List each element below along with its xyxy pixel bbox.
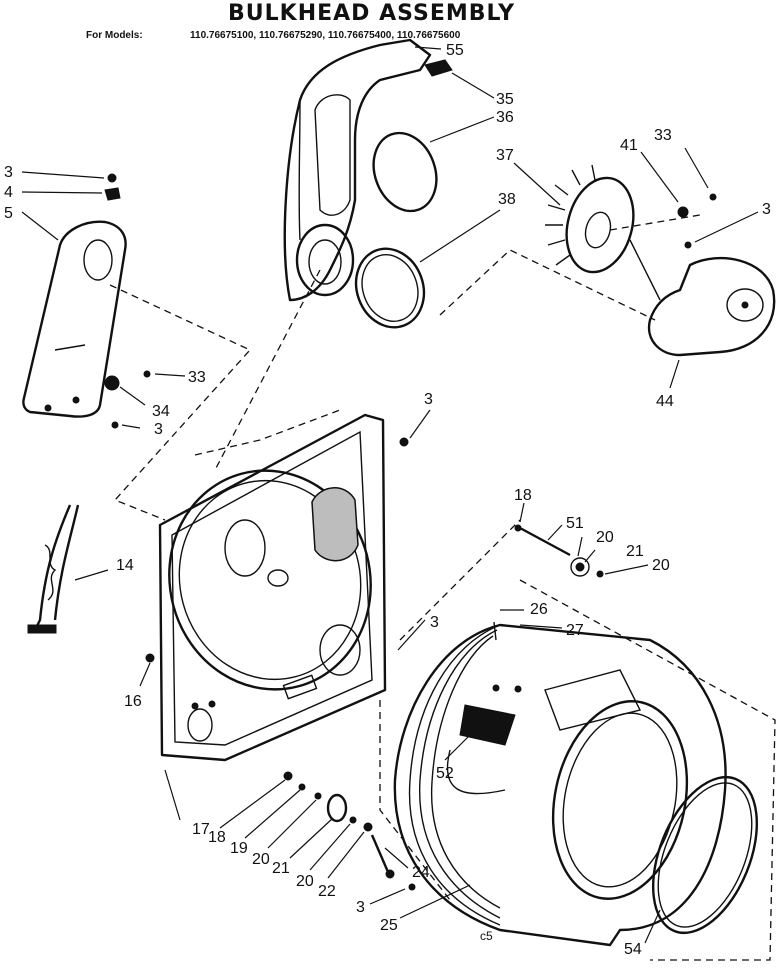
lower-roller-hardware bbox=[283, 771, 416, 891]
duct-seal-ring bbox=[372, 131, 438, 213]
dryer-drum bbox=[393, 621, 727, 947]
callout-34: 34 bbox=[152, 403, 170, 420]
callout-3-left-top: 3 bbox=[4, 164, 13, 181]
callout-21-bottom: 21 bbox=[272, 860, 290, 877]
callout-52: 52 bbox=[436, 765, 454, 782]
models-label: For Models: bbox=[86, 30, 143, 41]
callout-38: 38 bbox=[498, 191, 516, 208]
clip-16 bbox=[145, 653, 155, 663]
assembly-guide-lines bbox=[109, 214, 776, 961]
screw-33-left bbox=[143, 370, 151, 378]
screw-41 bbox=[677, 206, 689, 218]
callout-25: 25 bbox=[380, 917, 398, 934]
callout-18-top: 18 bbox=[514, 487, 532, 504]
screw-33-top bbox=[709, 193, 717, 201]
callout-21-top: 21 bbox=[626, 543, 644, 560]
clip-4 bbox=[104, 187, 121, 201]
duct-clip bbox=[424, 59, 453, 77]
bulkhead-panel bbox=[158, 413, 387, 762]
callout-3-panel-top: 3 bbox=[424, 391, 433, 408]
callout-33-top: 33 bbox=[654, 127, 672, 144]
diagram-title: BULKHEAD ASSEMBLY bbox=[228, 1, 515, 26]
screw-3-panel-top bbox=[399, 437, 409, 447]
callout-14: 14 bbox=[116, 557, 134, 574]
callout-27: 27 bbox=[566, 622, 584, 639]
callout-18-bottom: 18 bbox=[208, 829, 226, 846]
blower-housing-duct bbox=[283, 38, 432, 302]
callout-16: 16 bbox=[124, 693, 142, 710]
roller-34 bbox=[104, 375, 120, 391]
callout-41: 41 bbox=[620, 137, 638, 154]
drum-seal-54 bbox=[651, 775, 759, 935]
drum-roller-shaft bbox=[514, 524, 604, 578]
callout-22: 22 bbox=[318, 883, 336, 900]
screw-3-left-top bbox=[107, 173, 117, 183]
wire-harness bbox=[27, 504, 80, 634]
leader-lines bbox=[21, 46, 759, 944]
callout-51: 51 bbox=[566, 515, 584, 532]
callout-3-bottom: 3 bbox=[356, 899, 365, 916]
housing-seal-ring bbox=[354, 247, 426, 329]
callout-4: 4 bbox=[4, 184, 13, 201]
figure-code: c5 bbox=[480, 929, 493, 943]
callout-33-left: 33 bbox=[188, 369, 206, 386]
callout-55: 55 bbox=[446, 42, 464, 59]
callout-3-mid: 3 bbox=[430, 614, 439, 631]
model-numbers: 110.76675100, 110.76675290, 110.76675400… bbox=[190, 30, 461, 41]
callout-36: 36 bbox=[496, 109, 514, 126]
callout-3-right: 3 bbox=[762, 201, 771, 218]
blower-wheel bbox=[545, 164, 635, 274]
callout-20-bottom-b: 20 bbox=[296, 873, 314, 890]
callout-35: 35 bbox=[496, 91, 514, 108]
callout-labels: 55 35 36 37 38 41 33 3 44 3 4 5 33 34 3 … bbox=[4, 42, 771, 958]
screw-3-left-bottom bbox=[111, 421, 119, 429]
callout-3-left-bottom: 3 bbox=[154, 421, 163, 438]
screw-3-right bbox=[684, 241, 692, 249]
callout-20-bottom-a: 20 bbox=[252, 851, 270, 868]
callout-37: 37 bbox=[496, 147, 514, 164]
side-bracket bbox=[22, 220, 127, 418]
callout-24: 24 bbox=[412, 864, 430, 881]
callout-20-top: 20 bbox=[596, 529, 614, 546]
callout-20-right: 20 bbox=[652, 557, 670, 574]
callout-17: 17 bbox=[192, 821, 210, 838]
callout-54: 54 bbox=[624, 941, 642, 958]
callout-44: 44 bbox=[656, 393, 674, 410]
callout-5: 5 bbox=[4, 205, 13, 222]
callout-19: 19 bbox=[230, 840, 248, 857]
blower-housing bbox=[629, 239, 776, 357]
callout-26: 26 bbox=[530, 601, 548, 618]
